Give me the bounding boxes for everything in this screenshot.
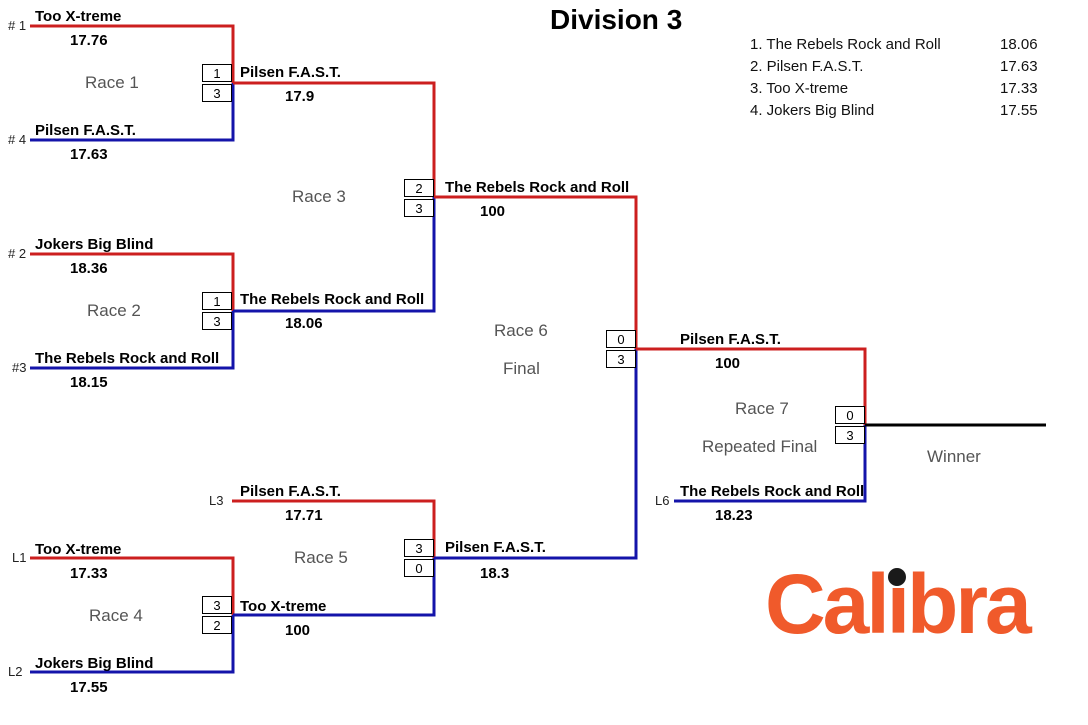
score-box-top: 0 bbox=[835, 406, 865, 424]
team-time: 100 bbox=[480, 203, 506, 220]
team-name: Pilsen F.A.S.T. bbox=[680, 331, 781, 348]
seed-label: L6 bbox=[655, 493, 670, 508]
team-time: 18.06 bbox=[285, 315, 323, 332]
team-time: 17.76 bbox=[70, 32, 108, 49]
race-label: Race 6 bbox=[494, 321, 548, 340]
standing-value: 17.55 bbox=[1000, 102, 1038, 119]
race-sublabel: Repeated Final bbox=[702, 437, 818, 456]
team-name: Jokers Big Blind bbox=[35, 655, 154, 672]
team-time: 18.15 bbox=[70, 374, 108, 391]
team-name: The Rebels Rock and Roll bbox=[240, 291, 425, 308]
r1-top-line bbox=[30, 24, 235, 83]
score-box-top: 3 bbox=[202, 596, 232, 614]
r5-win-line bbox=[434, 349, 638, 560]
team-name: The Rebels Rock and Roll bbox=[35, 350, 220, 367]
race-label: Race 3 bbox=[292, 187, 346, 206]
team-name: The Rebels Rock and Roll bbox=[680, 483, 865, 500]
r4-win-line bbox=[233, 558, 436, 617]
race-label: Race 1 bbox=[85, 73, 139, 92]
seed-label: # 2 bbox=[8, 246, 27, 261]
score-box-top: 1 bbox=[202, 64, 232, 82]
seed-label: #3 bbox=[12, 360, 27, 375]
race-label: Race 4 bbox=[89, 606, 143, 625]
score-box-top: 2 bbox=[404, 179, 434, 197]
team-time: 100 bbox=[285, 622, 311, 639]
score-box-bottom: 3 bbox=[404, 199, 434, 217]
r6-win-line bbox=[636, 347, 867, 425]
race-label: Race 5 bbox=[294, 548, 348, 567]
r2-bot-line bbox=[30, 311, 235, 370]
team-name: Pilsen F.A.S.T. bbox=[35, 122, 136, 139]
r2-win-line bbox=[233, 197, 436, 313]
winner-label: Winner bbox=[927, 447, 981, 466]
team-name: Pilsen F.A.S.T. bbox=[445, 539, 546, 556]
score-box-bottom: 3 bbox=[606, 350, 636, 368]
standing-label: 2. Pilsen F.A.S.T. bbox=[750, 58, 864, 75]
race-sublabel: Final bbox=[503, 359, 540, 378]
r4-top-line bbox=[30, 556, 235, 615]
team-time: 17.55 bbox=[70, 679, 108, 696]
r3-win-line bbox=[434, 195, 638, 349]
logo-dot-icon bbox=[888, 568, 906, 586]
score-box-bottom: 3 bbox=[835, 426, 865, 444]
score-box-top: 1 bbox=[202, 292, 232, 310]
r1-bot-line bbox=[30, 83, 235, 142]
team-name: The Rebels Rock and Roll bbox=[445, 179, 630, 196]
team-name: Too X-treme bbox=[35, 541, 122, 558]
team-time: 18.36 bbox=[70, 260, 108, 277]
r1-win-line bbox=[233, 81, 436, 197]
seed-label: L1 bbox=[12, 550, 27, 565]
team-name: Jokers Big Blind bbox=[35, 236, 154, 253]
team-time: 17.63 bbox=[70, 146, 108, 163]
team-name: Pilsen F.A.S.T. bbox=[240, 64, 341, 81]
team-name: Too X-treme bbox=[35, 8, 122, 25]
team-time: 17.33 bbox=[70, 565, 108, 582]
seed-label: # 1 bbox=[8, 18, 27, 33]
team-name: Pilsen F.A.S.T. bbox=[240, 483, 341, 500]
r4-bot-line bbox=[30, 615, 235, 674]
team-time: 18.3 bbox=[480, 565, 510, 582]
seed-label: L3 bbox=[209, 493, 224, 508]
score-box-top: 3 bbox=[404, 539, 434, 557]
r2-top-line bbox=[30, 252, 235, 311]
standing-value: 17.33 bbox=[1000, 80, 1038, 97]
score-box-bottom: 3 bbox=[202, 312, 232, 330]
score-box-bottom: 2 bbox=[202, 616, 232, 634]
team-time: 18.23 bbox=[715, 507, 753, 524]
standing-label: 4. Jokers Big Blind bbox=[750, 102, 875, 119]
page-title: Division 3 bbox=[550, 4, 683, 35]
seed-label: # 4 bbox=[8, 132, 27, 147]
r7-bot-line bbox=[674, 425, 867, 503]
seed-label: L2 bbox=[8, 664, 23, 679]
standing-label: 3. Too X-treme bbox=[750, 80, 849, 97]
score-box-bottom: 3 bbox=[202, 84, 232, 102]
team-time: 100 bbox=[715, 355, 741, 372]
team-time: 17.71 bbox=[285, 507, 323, 524]
race-label: Race 2 bbox=[87, 301, 141, 320]
r5-top-line bbox=[232, 499, 436, 558]
score-box-top: 0 bbox=[606, 330, 636, 348]
standing-value: 18.06 bbox=[1000, 36, 1038, 53]
standing-value: 17.63 bbox=[1000, 58, 1038, 75]
standing-label: 1. The Rebels Rock and Roll bbox=[750, 36, 941, 53]
team-name: Too X-treme bbox=[240, 598, 327, 615]
race-label: Race 7 bbox=[735, 399, 789, 418]
score-box-bottom: 0 bbox=[404, 559, 434, 577]
team-time: 17.9 bbox=[285, 88, 315, 105]
